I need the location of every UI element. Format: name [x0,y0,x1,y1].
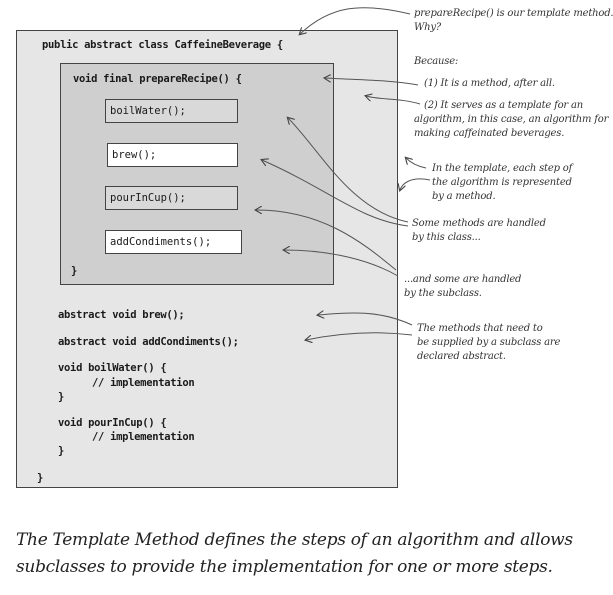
note-subclass-line-2: by the subclass. [404,288,482,299]
note-handled-line-1: Some methods are handled [412,218,546,229]
caption: The Template Method defines the steps of… [16,527,606,581]
step-add-condiments: addCondiments(); [105,230,242,254]
pour-in-cup-close: } [58,445,65,457]
note-reason-1: (1) It is a method, after all. [424,78,555,89]
abstract-add-condiments: abstract void addCondiments(); [58,336,239,348]
note-reason-2-line-1: (2) It serves as a template for an [424,100,583,111]
note-subclass-line-1: ...and some are handled [404,274,522,285]
class-declaration: public abstract class CaffeineBeverage { [42,39,283,51]
note-handled-line-2: by this class... [412,232,481,243]
caption-line-2: subclasses to provide the implementation… [16,557,553,577]
boil-water-body: // implementation [92,377,195,389]
note-why: Why? [414,22,441,33]
note-template-line-1: In the template, each step of [432,163,573,174]
note-abstract-line-1: The methods that need to [417,323,543,334]
caption-line-1: The Template Method defines the steps of… [16,530,573,550]
note-template-method: prepareRecipe() is our template method. [414,8,613,19]
note-abstract-line-3: declared abstract. [417,351,506,362]
step-pour-in-cup: pourInCup(); [105,186,238,210]
class-close-brace: } [37,472,44,484]
boil-water-close: } [58,391,65,403]
note-reason-2-line-3: making caffeinated beverages. [414,128,565,139]
pour-in-cup-body: // implementation [92,431,195,443]
note-because: Because: [414,56,459,67]
note-template-line-2: the algorithm is represented [432,177,572,188]
note-template-line-3: by a method. [432,191,496,202]
step-brew: brew(); [107,143,238,167]
abstract-brew: abstract void brew(); [58,309,185,321]
arrow-template-1 [406,158,427,169]
arrow-template-2 [400,178,431,190]
template-method-declaration: void final prepareRecipe() { [73,73,242,85]
pour-in-cup-signature: void pourInCup() { [58,417,167,429]
step-boil-water: boilWater(); [105,99,238,123]
boil-water-signature: void boilWater() { [58,362,167,374]
note-abstract-line-2: be supplied by a subclass are [417,337,561,348]
method-close-brace: } [71,265,78,277]
note-reason-2-line-2: algorithm, in this case, an algorithm fo… [414,114,609,125]
